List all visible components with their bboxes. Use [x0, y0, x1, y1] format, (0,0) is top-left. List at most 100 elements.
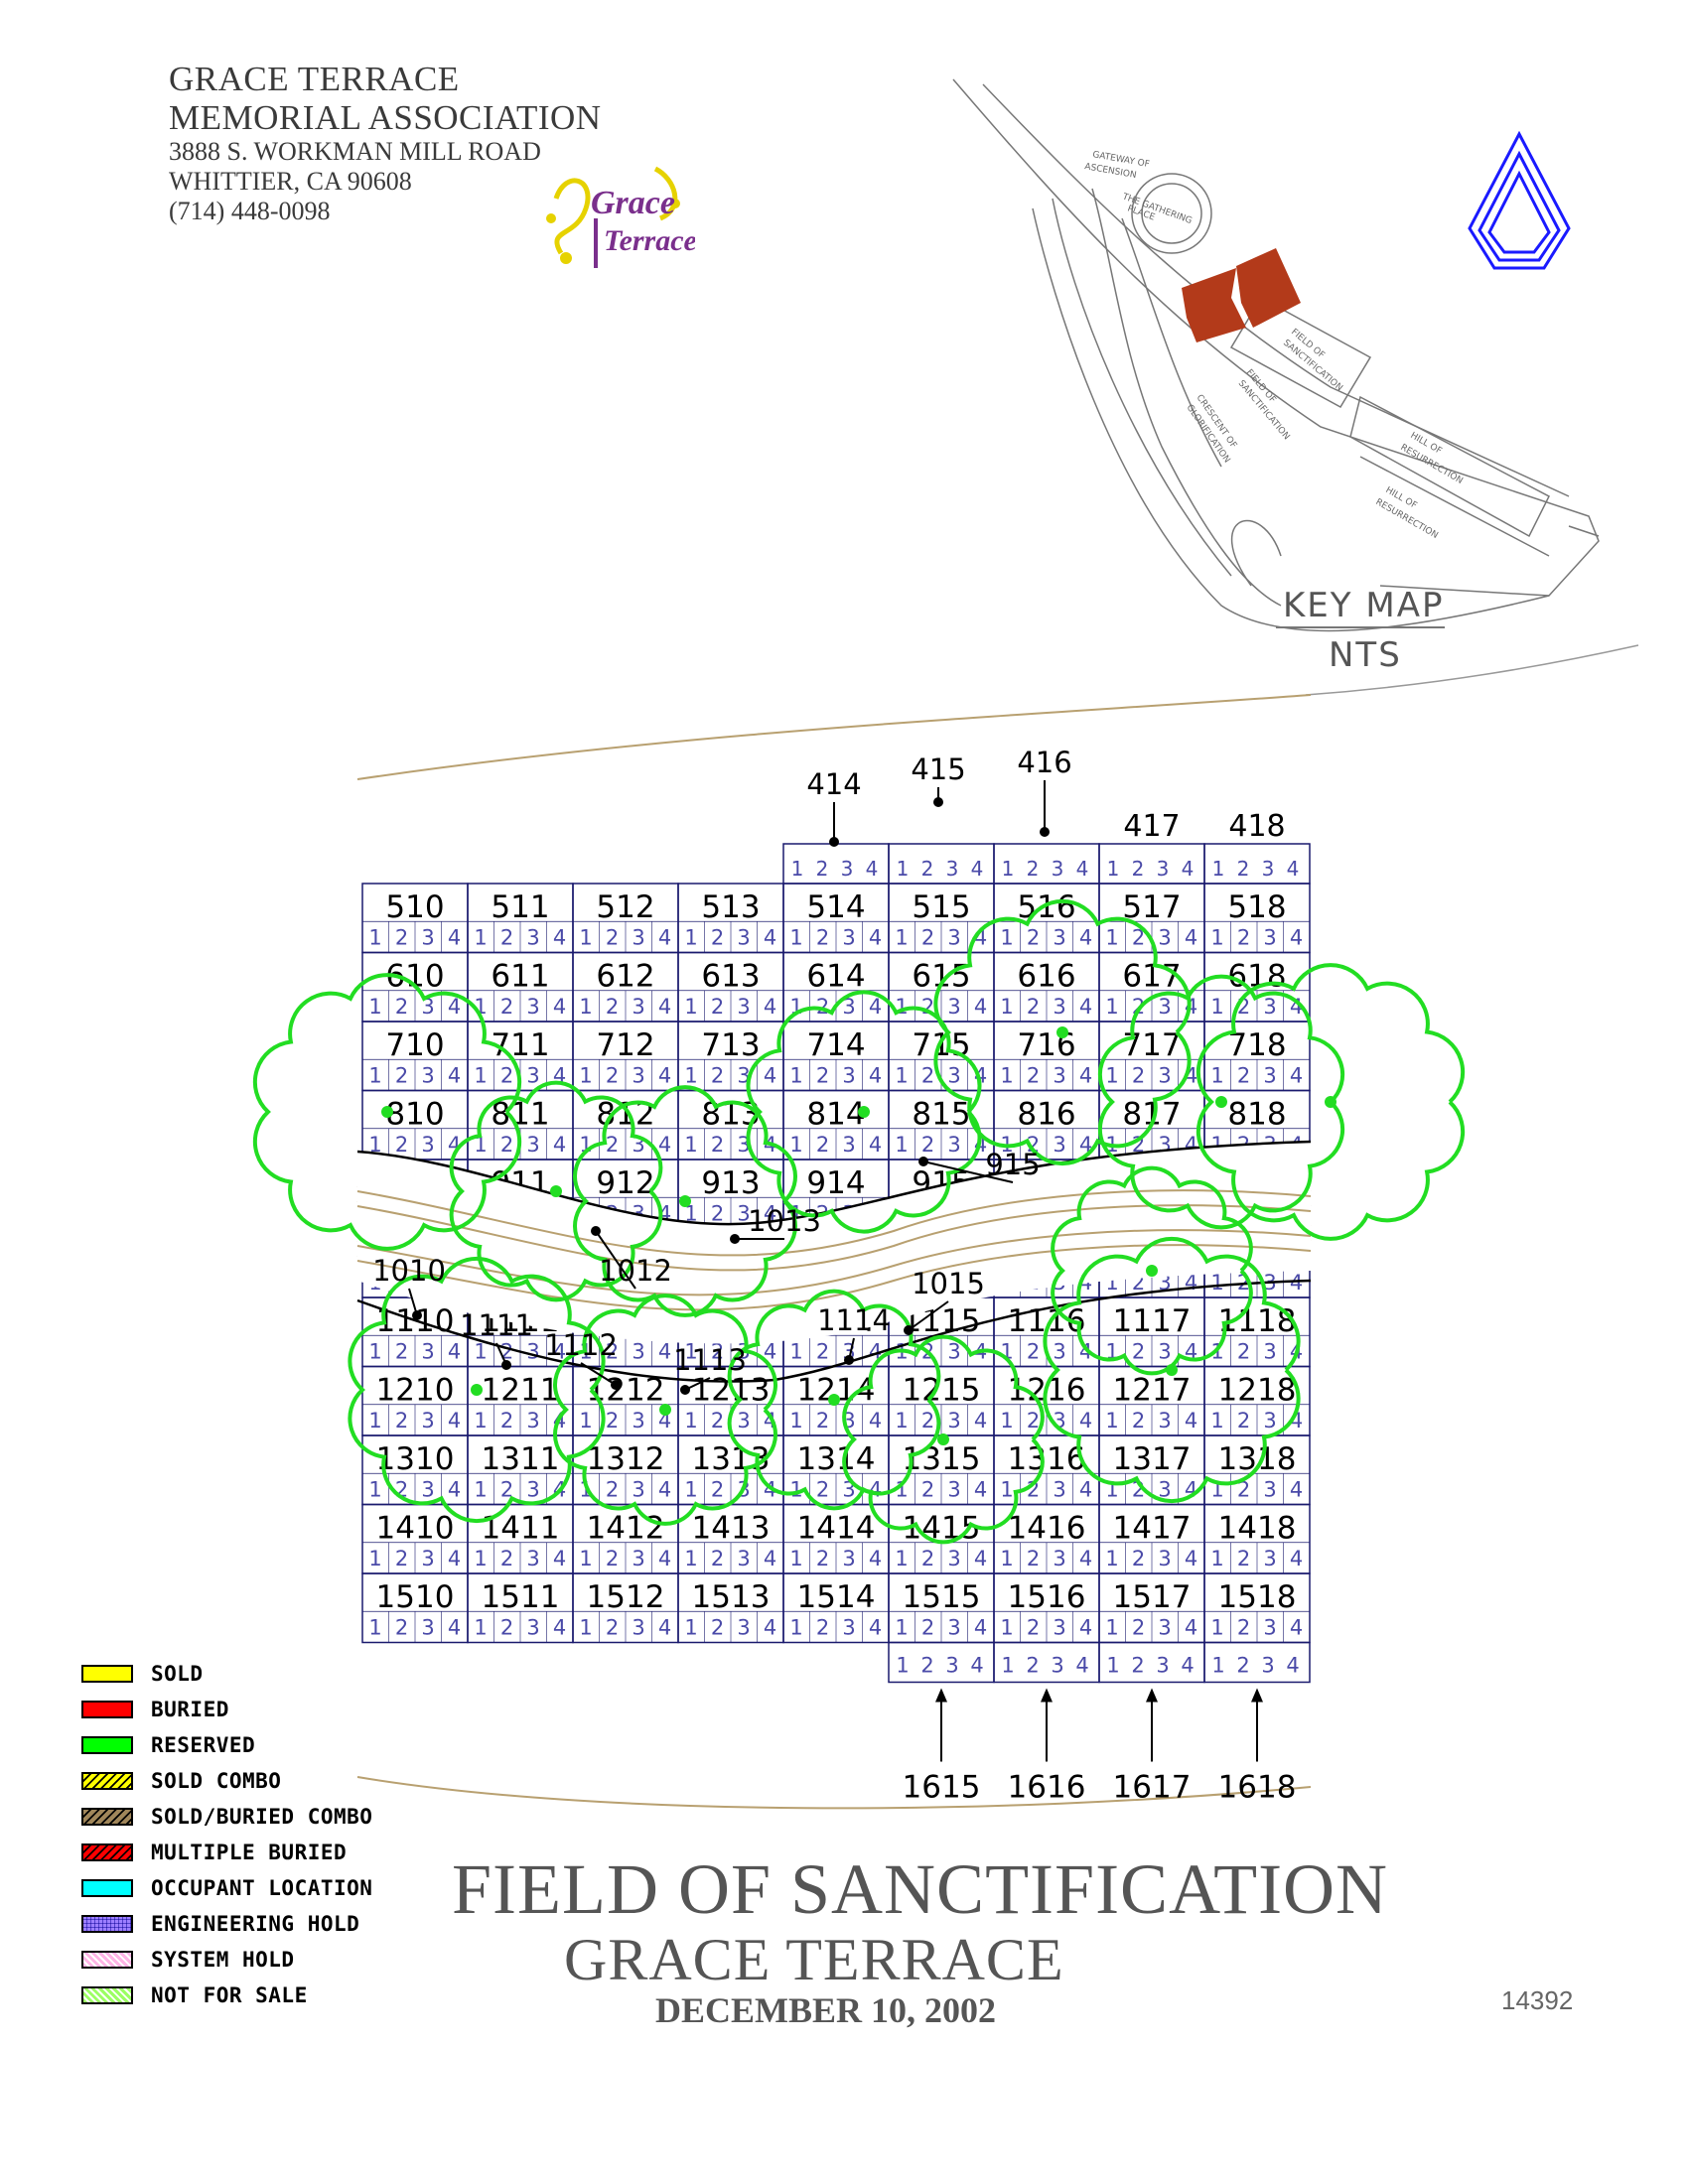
grave-number: 3	[632, 926, 644, 950]
tree-canopy-icon	[1196, 963, 1466, 1241]
map-date: DECEMBER 10, 2002	[655, 1990, 997, 2030]
arrowhead-icon	[412, 1310, 422, 1320]
plot-label: 513	[701, 889, 760, 925]
plot-label: 1413	[692, 1511, 771, 1547]
grave-number: 2	[1027, 1064, 1040, 1088]
legend-item: RESERVED	[81, 1727, 372, 1763]
grave-number: 1	[1000, 1409, 1013, 1433]
road-line	[356, 1189, 1312, 1257]
grave-number: 3	[632, 1478, 644, 1502]
grave-number: 4	[1182, 857, 1195, 881]
grave-number: 1	[1210, 1409, 1223, 1433]
grave-number: 4	[869, 1409, 882, 1433]
grave-number: 2	[816, 926, 829, 950]
grave-number: 2	[500, 995, 513, 1019]
callout-label: 1012	[599, 1254, 672, 1288]
plot-label: 417	[1123, 809, 1180, 844]
grave-number: 3	[737, 1202, 750, 1226]
grave-number: 2	[500, 1478, 513, 1502]
grave-number: 2	[711, 995, 724, 1019]
legend-item: NOT FOR SALE	[81, 1978, 372, 2013]
tree-canopy-icon	[252, 973, 522, 1251]
plot-label: 1518	[1218, 1579, 1297, 1615]
grave-number: 1	[684, 1616, 697, 1640]
grave-number: 1	[684, 1064, 697, 1088]
legend-swatch	[81, 1772, 133, 1790]
grave-number: 4	[974, 995, 987, 1019]
road-line	[356, 1204, 1312, 1272]
grave-number: 2	[1027, 1340, 1040, 1364]
grave-number: 2	[395, 1133, 408, 1157]
grave-number: 2	[1027, 1547, 1040, 1570]
grave-number: 1	[474, 1340, 487, 1364]
grave-number: 2	[395, 1409, 408, 1433]
grave-number: 4	[553, 1133, 566, 1157]
grave-number: 4	[1286, 1654, 1299, 1678]
grave-number: 3	[737, 1409, 750, 1433]
callout-label: 915	[985, 1148, 1040, 1181]
grave-number: 3	[1052, 857, 1064, 881]
grave-number: 1	[1210, 995, 1223, 1019]
grave-number: 2	[816, 1409, 829, 1433]
plot-label: 711	[491, 1027, 549, 1063]
grave-number: 4	[974, 1478, 987, 1502]
callout-arrow	[580, 1362, 617, 1386]
callout-label: 416	[1017, 746, 1071, 779]
tree-canopy-icon	[348, 1256, 606, 1524]
grave-number: 3	[1263, 1340, 1276, 1364]
grave-number: 1	[684, 1202, 697, 1226]
grave-number: 4	[869, 1064, 882, 1088]
org-name-line2: MEMORIAL ASSOCIATION	[169, 98, 602, 137]
plot-label: 1517	[1113, 1579, 1192, 1615]
grave-number: 2	[1237, 1409, 1250, 1433]
grave-number: 4	[553, 926, 566, 950]
grave-number: 3	[632, 1064, 644, 1088]
grave-number: 2	[1237, 1064, 1250, 1088]
org-name-line1: GRACE TERRACE	[169, 60, 460, 98]
grave-number: 3	[1263, 1409, 1276, 1433]
grave-number: 4	[1290, 1547, 1303, 1570]
grave-number: 3	[737, 995, 750, 1019]
grave-number: 4	[764, 1547, 776, 1570]
grave-number: 1	[1212, 857, 1225, 881]
tree-trunk-icon	[828, 1394, 840, 1406]
plot-label: 1417	[1113, 1511, 1192, 1547]
grave-number: 1	[1105, 926, 1118, 950]
plot-label: 512	[596, 889, 654, 925]
legend-label: BURIED	[151, 1698, 229, 1721]
grave-number: 1	[368, 1340, 381, 1364]
plot-label: 613	[701, 959, 760, 995]
grave-number: 3	[526, 1340, 539, 1364]
grave-number: 2	[711, 1133, 724, 1157]
grave-number: 4	[1290, 1616, 1303, 1640]
grave-number: 4	[553, 995, 566, 1019]
grave-number: 1	[474, 1547, 487, 1570]
grave-number: 1	[1210, 926, 1223, 950]
plot-label: 814	[806, 1097, 865, 1133]
grave-number: 3	[1263, 1064, 1276, 1088]
grave-number: 1	[896, 1654, 909, 1678]
legend-label: ENGINEERING HOLD	[151, 1912, 360, 1936]
grave-number: 3	[421, 1616, 434, 1640]
grave-number: 3	[421, 1409, 434, 1433]
plot-label: 1617	[1113, 1770, 1192, 1806]
key-map-labels: GATEWAY OF ASCENSION THE GATHERING PLACE…	[1083, 150, 1464, 541]
plot-label: 511	[491, 889, 549, 925]
grave-number: 4	[1290, 1064, 1303, 1088]
plot-label: 1510	[376, 1579, 455, 1615]
grave-number: 3	[947, 1064, 960, 1088]
grave-number: 2	[816, 857, 829, 881]
legend-label: MULTIPLE BURIED	[151, 1841, 348, 1864]
grave-number: 3	[526, 1547, 539, 1570]
grave-number: 2	[1237, 857, 1250, 881]
grave-number: 2	[1132, 1478, 1145, 1502]
